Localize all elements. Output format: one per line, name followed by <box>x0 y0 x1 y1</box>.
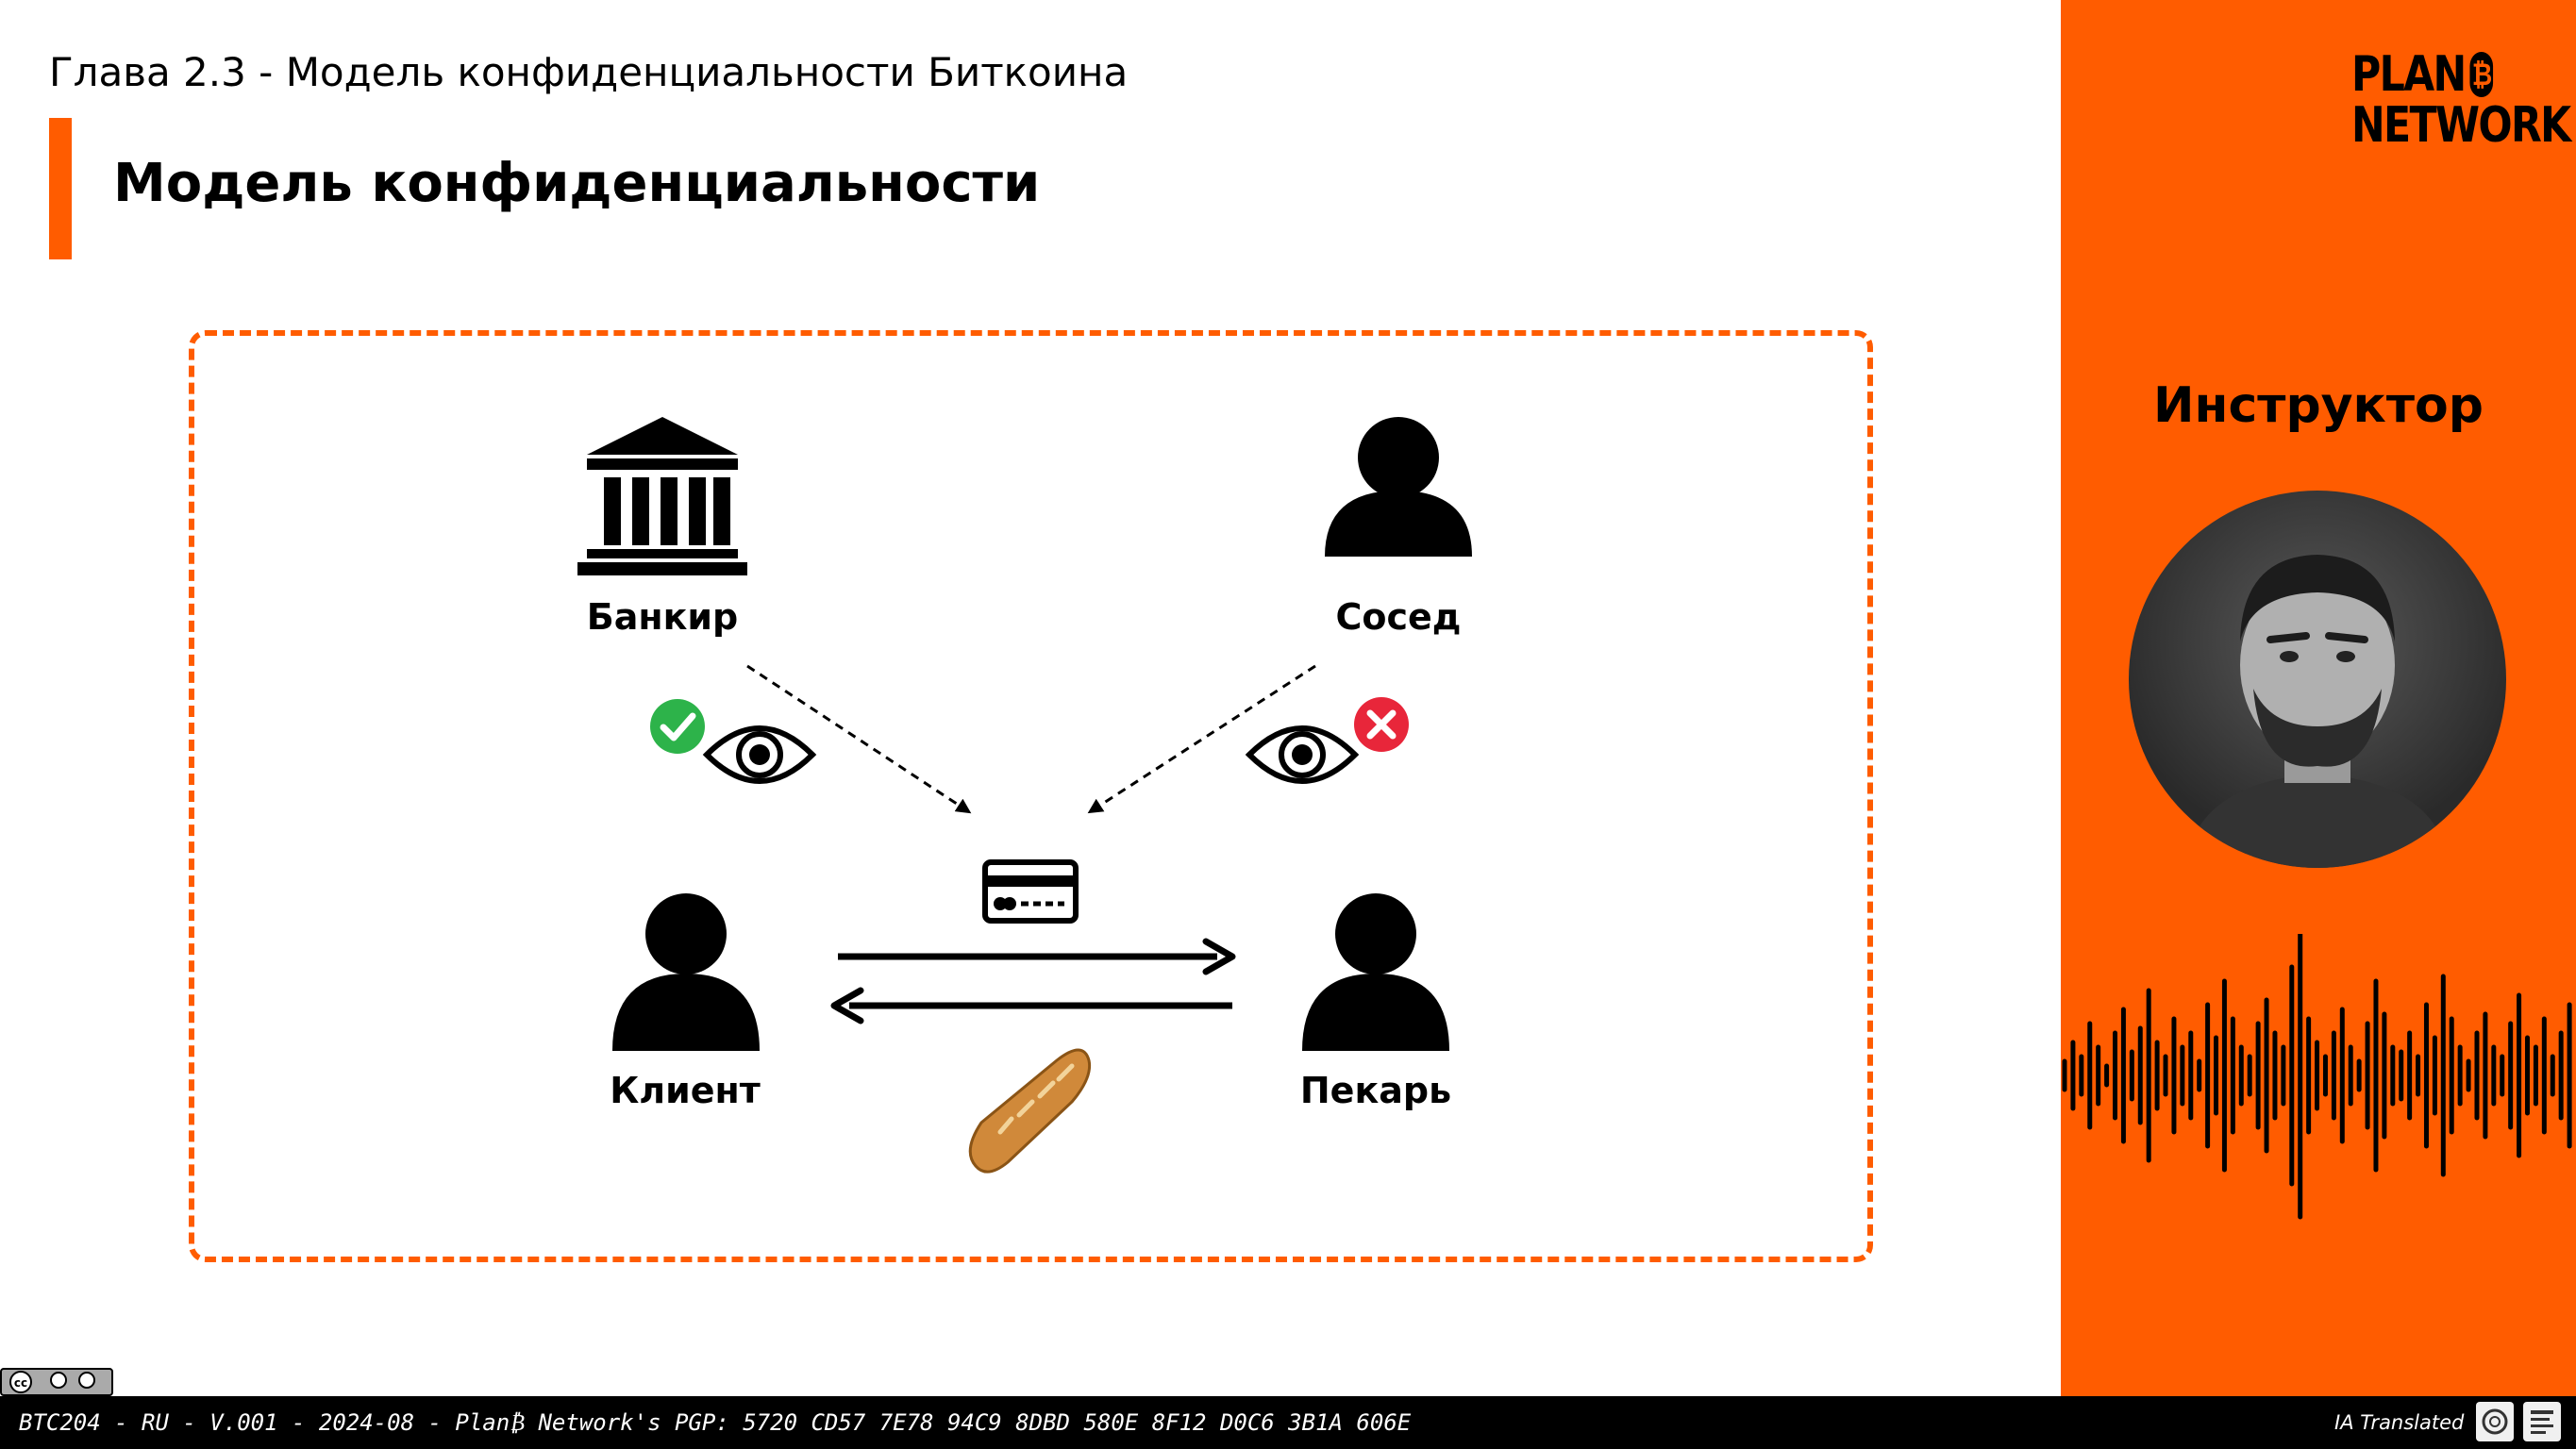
payment-arrow <box>838 938 1236 975</box>
banker-eye-icon <box>702 725 817 784</box>
audio-waveform <box>2062 934 2572 1220</box>
banker-label: Банкир <box>586 596 739 638</box>
logo-line2: NETWORK <box>2351 97 2571 154</box>
title-accent-bar <box>49 118 72 259</box>
instructor-avatar <box>2129 491 2506 868</box>
neighbor-observation-arrow <box>1087 664 1316 814</box>
chapter-title: Глава 2.3 - Модель конфиденциальности Би… <box>49 49 1129 95</box>
check-icon <box>650 699 705 754</box>
neighbor-person-icon <box>1325 417 1472 557</box>
client-person-icon <box>612 893 760 1051</box>
instructor-heading: Инструктор <box>2153 377 2484 434</box>
bitcoin-badge-icon: ₿ <box>2469 52 2494 97</box>
bank-icon <box>577 417 747 575</box>
neighbor-label: Сосед <box>1335 596 1462 638</box>
ai-logo-icon <box>2476 1402 2514 1441</box>
partner-logo-icon <box>2523 1402 2561 1441</box>
footer-bar <box>0 1396 2576 1449</box>
client-label: Клиент <box>610 1070 761 1111</box>
ia-translated-label: IA Translated <box>2334 1411 2465 1434</box>
footer-meta: BTC204 - RU - V.001 - 2024-08 - Plan₿ Ne… <box>19 1409 1412 1436</box>
planb-logo: PLAN ₿ NETWORK <box>2351 46 2571 154</box>
diagram-frame <box>189 330 1873 1262</box>
cross-icon <box>1354 697 1409 752</box>
baker-person-icon <box>1302 893 1449 1051</box>
baguette-icon <box>968 1048 1092 1174</box>
logo-line1: PLAN <box>2351 46 2467 103</box>
neighbor-eye-icon <box>1245 725 1360 784</box>
svg-text:cc: cc <box>14 1376 27 1390</box>
baker-label: Пекарь <box>1299 1070 1452 1111</box>
slide-title: Модель конфиденциальности <box>113 153 1041 214</box>
credit-card-icon <box>982 859 1079 924</box>
goods-arrow <box>830 987 1232 1024</box>
banker-observation-arrow <box>746 664 972 814</box>
cc-license-badge: cc <box>0 1368 113 1396</box>
privacy-diagram <box>577 417 1472 1174</box>
